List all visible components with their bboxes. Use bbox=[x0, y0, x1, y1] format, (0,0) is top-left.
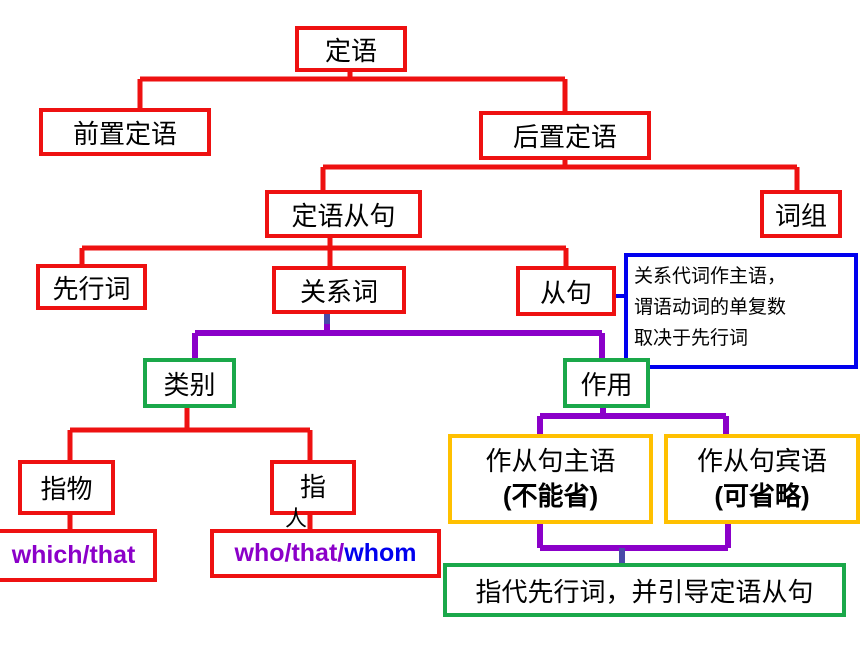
node-person-pronouns: who/that/whom bbox=[210, 529, 441, 578]
node-antecedent: 先行词 bbox=[36, 264, 147, 310]
node-category: 类别 bbox=[143, 358, 236, 408]
node-refers-person-overflow: 人 bbox=[285, 507, 308, 532]
node-phrase: 词组 bbox=[760, 190, 842, 238]
node-pre-attributive: 前置定语 bbox=[39, 108, 211, 156]
as-subject-line2: (不能省) bbox=[502, 481, 599, 511]
as-object-line2: (可省略) bbox=[714, 481, 810, 511]
node-refers-person: 指 bbox=[270, 460, 356, 515]
node-relative-word: 关系词 bbox=[272, 266, 406, 314]
node-refers-person-label: 指 bbox=[299, 472, 326, 503]
node-post-attributive: 后置定语 bbox=[479, 111, 651, 160]
node-as-object: 作从句宾语 (可省略) bbox=[664, 434, 860, 524]
node-function: 作用 bbox=[563, 358, 650, 408]
node-thing-pronouns: which/that bbox=[0, 529, 157, 582]
person-pronouns-purple: who/that/ bbox=[234, 539, 345, 567]
node-note: 关系代词作主语， 谓语动词的单复数 取决于先行词 bbox=[624, 253, 858, 369]
node-as-subject: 作从句主语 (不能省) bbox=[448, 434, 653, 524]
node-attributive-clause: 定语从句 bbox=[265, 190, 422, 238]
note-line: 谓语动词的单复数 bbox=[634, 296, 787, 318]
node-attributive: 定语 bbox=[295, 26, 407, 72]
node-subclause: 从句 bbox=[516, 266, 616, 316]
node-refers-thing: 指物 bbox=[18, 460, 115, 515]
note-line: 关系代词作主语， bbox=[634, 265, 787, 287]
note-line: 取决于先行词 bbox=[634, 327, 749, 349]
node-summary: 指代先行词，并引导定语从句 bbox=[443, 563, 846, 617]
person-pronouns-blue: whom bbox=[344, 539, 417, 567]
as-subject-line1: 作从句主语 bbox=[485, 447, 616, 477]
as-object-line1: 作从句宾语 bbox=[696, 447, 827, 477]
